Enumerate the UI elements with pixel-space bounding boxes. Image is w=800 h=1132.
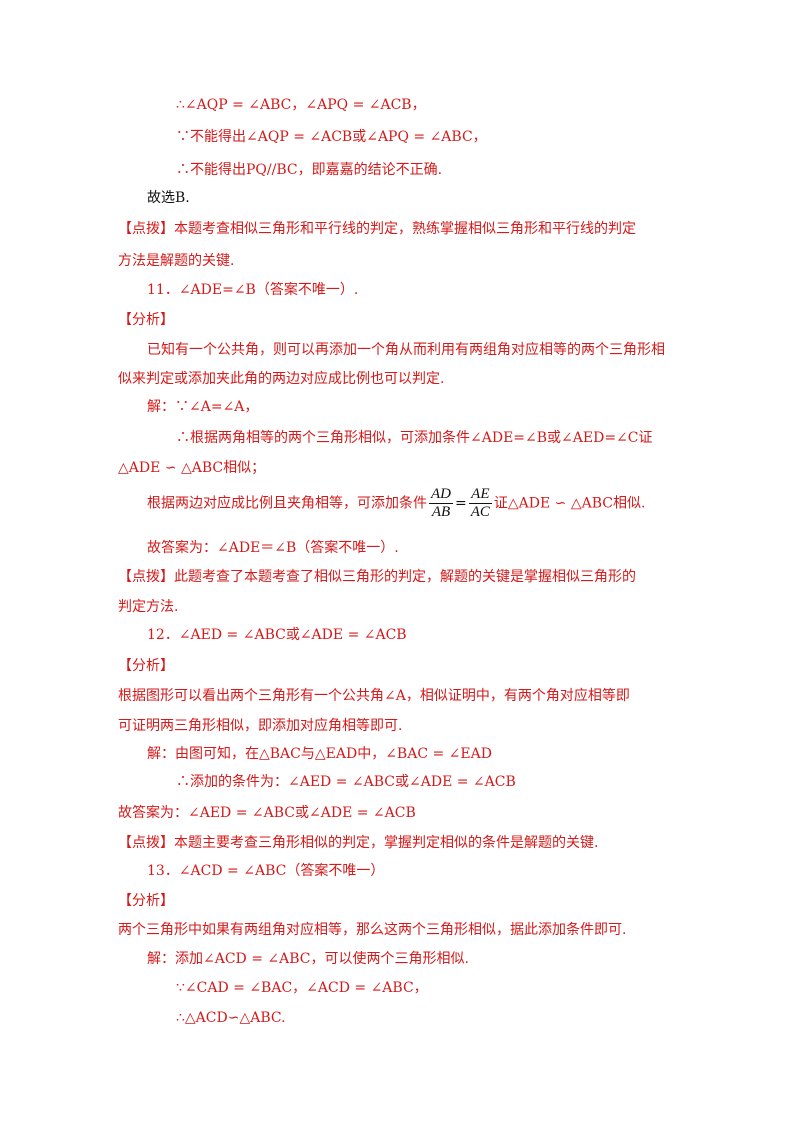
text-line: 解：添加∠ACD = ∠ABC，可以使两个三角形相似. — [147, 951, 469, 967]
section-heading: 【分析】 — [118, 893, 174, 909]
fraction-line-pre: 根据两边对应成比例且夹角相等，可添加条件 — [147, 495, 427, 512]
text-line: 可证明两三角形相似，即添加对应角相等即可. — [118, 718, 403, 734]
answer-12: 12．∠AED = ∠ABC或∠ADE = ∠ACB — [147, 627, 407, 643]
text-line: ∴△ACD∽△ABC. — [176, 1010, 286, 1026]
text-line: 解：∵∠A=∠A， — [147, 399, 259, 415]
text-line: 两个三角形中如果有两组角对应相等，那么这两个三角形相似，据此添加条件即可. — [118, 922, 627, 938]
fraction-denominator: AB — [431, 504, 451, 520]
text-line: 根据图形可以看出两个三角形有一个公共角∠A，相似证明中，有两个角对应相等即 — [118, 688, 630, 704]
answer-11: 11．∠ADE=∠B（答案不唯一）. — [147, 282, 359, 298]
text-line: 【点拨】本题主要考查三角形相似的判定，掌握判定相似的条件是解题的关键. — [118, 835, 599, 851]
text-line: 故答案为：∠AED = ∠ABC或∠ADE = ∠ACB — [118, 805, 416, 821]
fraction-numerator: AE — [468, 486, 492, 504]
text-line: 【点拨】此题考查了本题考查了相似三角形的判定，解题的关键是掌握相似三角形的 — [118, 569, 636, 585]
section-heading: 【分析】 — [118, 312, 174, 328]
fraction-numerator: AD — [429, 486, 453, 504]
text-line: ∵不能得出∠AQP = ∠ACB或∠APQ = ∠ABC， — [176, 129, 487, 145]
text-line: 判定方法. — [118, 599, 179, 615]
section-heading: 【分析】 — [118, 658, 174, 674]
text-line: 【点拨】本题考查相似三角形和平行线的判定，熟练掌握相似三角形和平行线的判定 — [118, 221, 636, 237]
text-line: △ADE ∽ △ABC相似； — [118, 460, 266, 476]
equals-sign: = — [455, 495, 467, 512]
text-line: 解：由图可知，在△BAC与△EAD中，∠BAC = ∠EAD — [147, 746, 492, 762]
fraction-denominator: AC — [470, 504, 490, 520]
text-line: 方法是解题的关键. — [118, 253, 235, 269]
text-line: 故选B. — [147, 190, 190, 206]
text-line: 故答案为：∠ADE＝∠B（答案不唯一）. — [147, 540, 399, 556]
text-line: ∵∠CAD = ∠BAC，∠ACD = ∠ABC， — [176, 980, 428, 996]
answer-13: 13．∠ACD = ∠ABC（答案不唯一） — [147, 863, 385, 879]
text-line: ∴不能得出PQ//BC，即嘉嘉的结论不正确. — [176, 162, 443, 178]
text-line: ∴根据两角相等的两个三角形相似，可添加条件∠ADE=∠B或∠AED=∠C证 — [176, 430, 653, 446]
text-line: 似来判定或添加夹此角的两边对应成比例也可以判定. — [118, 371, 445, 387]
fraction-line-post: 证△ADE ∽ △ABC相似. — [493, 495, 646, 512]
text-line: ∴∠AQP = ∠ABC，∠APQ = ∠ACB， — [176, 97, 426, 113]
text-line: ∴添加的条件为：∠AED = ∠ABC或∠ADE = ∠ACB — [176, 774, 516, 790]
text-line: 已知有一个公共角，则可以再添加一个角从而利用有两组角对应相等的两个三角形相 — [147, 342, 665, 358]
